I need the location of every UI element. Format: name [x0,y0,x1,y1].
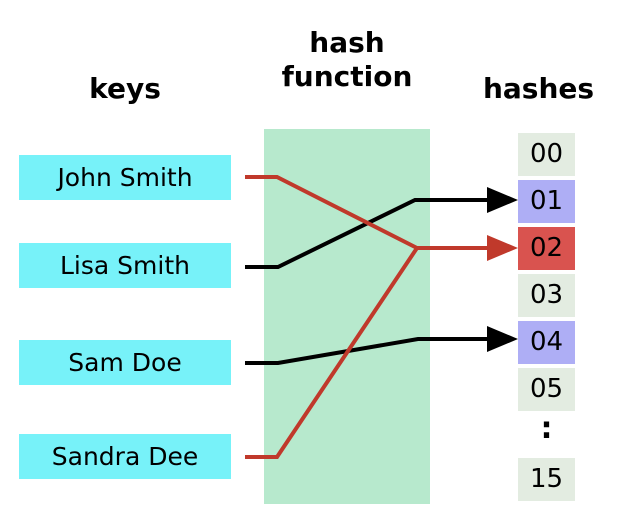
hash-slot-00[interactable]: 00 [518,133,575,176]
key-box-sandra-dee[interactable]: Sandra Dee [19,434,231,479]
hash-slot-05[interactable]: 05 [518,368,575,411]
hash-slot-15[interactable]: 15 [518,458,575,501]
key-box-lisa-smith[interactable]: Lisa Smith [19,243,231,288]
hash-slot-01[interactable]: 01 [518,180,575,223]
arrowhead-slot-04 [487,326,518,352]
hash-function-column-heading: hash function [257,26,437,94]
keys-column-heading: keys [89,72,161,105]
hash-slot-ellipsis: : [540,411,553,446]
hash-function-heading-line1: hash [309,26,385,59]
hash-function-heading-line2: function [281,60,413,93]
hash-slot-03[interactable]: 03 [518,274,575,317]
arrowhead-slot-02 [487,235,518,261]
key-box-john-smith[interactable]: John Smith [19,155,231,200]
hash-function-band [264,129,430,504]
hashes-column-heading: hashes [482,72,595,105]
arrowhead-slot-01 [487,187,518,213]
hash-slot-04[interactable]: 04 [518,321,575,364]
key-box-sam-doe[interactable]: Sam Doe [19,340,231,385]
hash-slot-02[interactable]: 02 [518,227,575,270]
